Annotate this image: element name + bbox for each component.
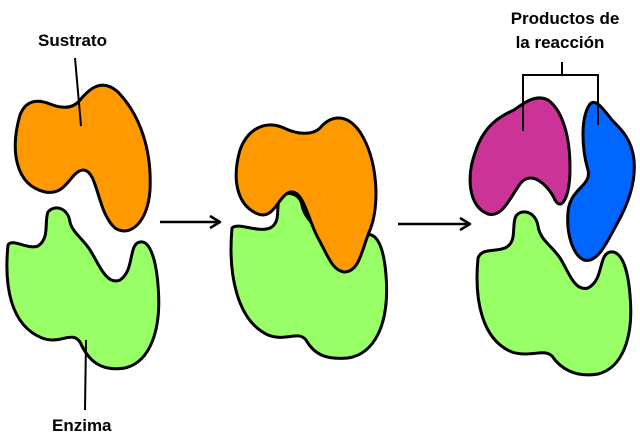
substrate-leader-line [74, 57, 82, 127]
label-products-line-2: la reacción [516, 33, 605, 52]
enzyme-shape [475, 210, 633, 377]
products-bracket [522, 62, 599, 131]
product-b-shape [566, 101, 636, 262]
product-a-shape [468, 96, 572, 216]
enzyme-leader-line [84, 339, 87, 411]
substrate-shape [13, 83, 152, 233]
label-products-line-1: Productos de [511, 9, 620, 28]
enzyme-shape [5, 206, 161, 371]
label-substrate: Sustrato [38, 31, 107, 50]
arrow-2 [398, 216, 472, 232]
stage-1-separate [5, 57, 161, 411]
substrate-shape [234, 116, 378, 274]
label-enzyme: Enzima [52, 416, 112, 435]
stage-3-products [468, 62, 636, 377]
stage-2-complex [229, 116, 389, 360]
arrow-1 [160, 214, 222, 230]
